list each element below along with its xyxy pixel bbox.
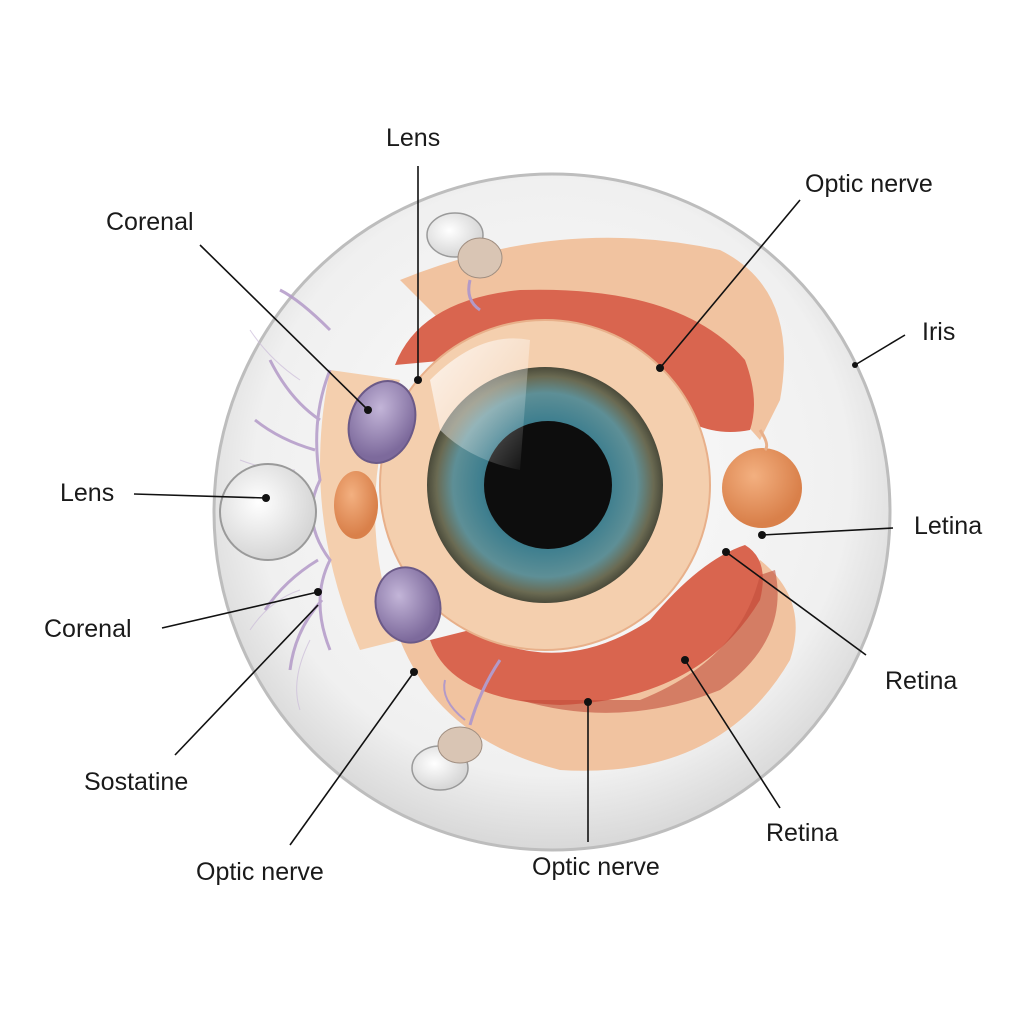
label-optic-nerve-bottom-left: Optic nerve bbox=[196, 858, 324, 886]
left-vessels bbox=[254, 288, 332, 671]
purple-node-top bbox=[347, 380, 417, 464]
top-globule bbox=[426, 212, 503, 312]
bottom-globule bbox=[411, 659, 502, 791]
label-lens-left: Lens bbox=[60, 479, 114, 507]
right-connector bbox=[758, 429, 769, 452]
label-letina: Letina bbox=[914, 512, 982, 540]
orange-node-right bbox=[722, 448, 802, 528]
orange-node-left bbox=[334, 471, 378, 539]
left-sphere bbox=[219, 463, 317, 561]
label-sostatine: Sostatine bbox=[84, 768, 188, 796]
label-corenal-bottom: Corenal bbox=[44, 615, 132, 643]
label-retina-right: Retina bbox=[885, 667, 957, 695]
label-optic-nerve-bottom-center: Optic nerve bbox=[532, 853, 660, 881]
lens-glare bbox=[430, 338, 530, 470]
label-retina-bottom: Retina bbox=[766, 819, 838, 847]
label-optic-nerve-top: Optic nerve bbox=[805, 170, 933, 198]
leader-lines bbox=[133, 166, 906, 846]
label-iris: Iris bbox=[922, 318, 955, 346]
purple-node-bottom bbox=[374, 566, 442, 644]
label-corenal-top: Corenal bbox=[106, 208, 194, 236]
label-lens-top: Lens bbox=[386, 124, 440, 152]
